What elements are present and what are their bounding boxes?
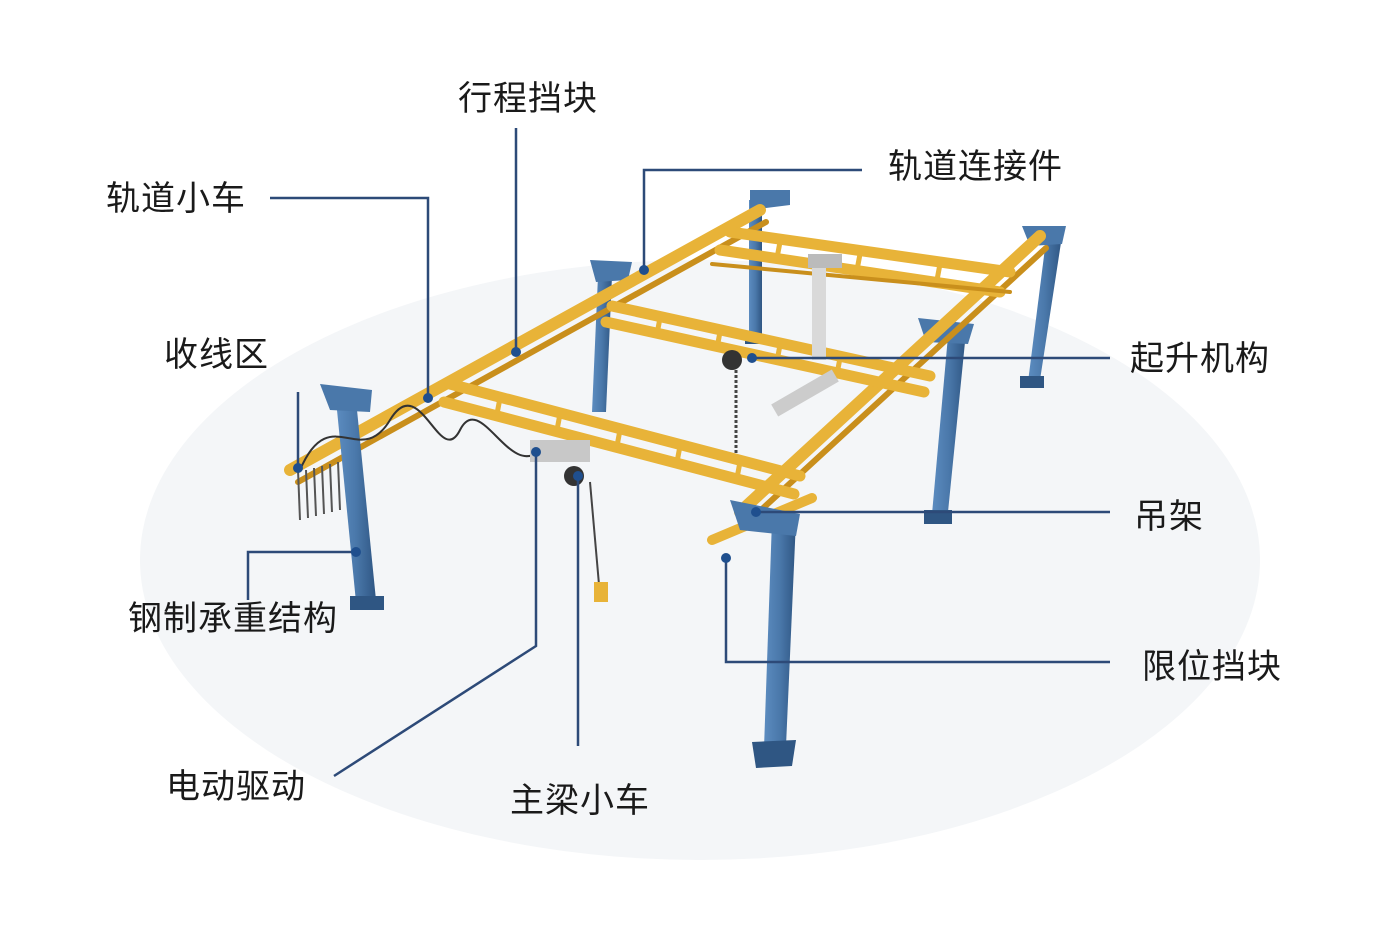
hoist-front — [530, 440, 608, 602]
leader-lines — [246, 128, 1110, 778]
girder-struts — [494, 241, 943, 479]
floor-shadow — [140, 260, 1260, 860]
festoon-cable — [299, 404, 541, 471]
label-track-connector: 轨道连接件 — [888, 147, 1063, 187]
leader-dots — [293, 265, 761, 563]
label-hoist: 起升机构 — [1130, 339, 1270, 379]
cable-bundle — [297, 461, 341, 521]
label-electric-drive: 电动驱动 — [166, 767, 306, 807]
label-limit-stop: 限位挡块 — [1142, 647, 1282, 687]
hoist-rear — [722, 254, 842, 454]
label-hanger: 吊架 — [1134, 497, 1204, 537]
label-steel-structure: 钢制承重结构 — [128, 599, 338, 639]
label-travel-stop: 行程挡块 — [458, 79, 598, 119]
label-girder-trolley: 主梁小车 — [510, 781, 650, 821]
column-front-right — [730, 500, 800, 768]
column-front-left — [320, 384, 384, 610]
label-cable-area: 收线区 — [164, 335, 269, 375]
label-track-trolley: 轨道小车 — [106, 179, 246, 219]
